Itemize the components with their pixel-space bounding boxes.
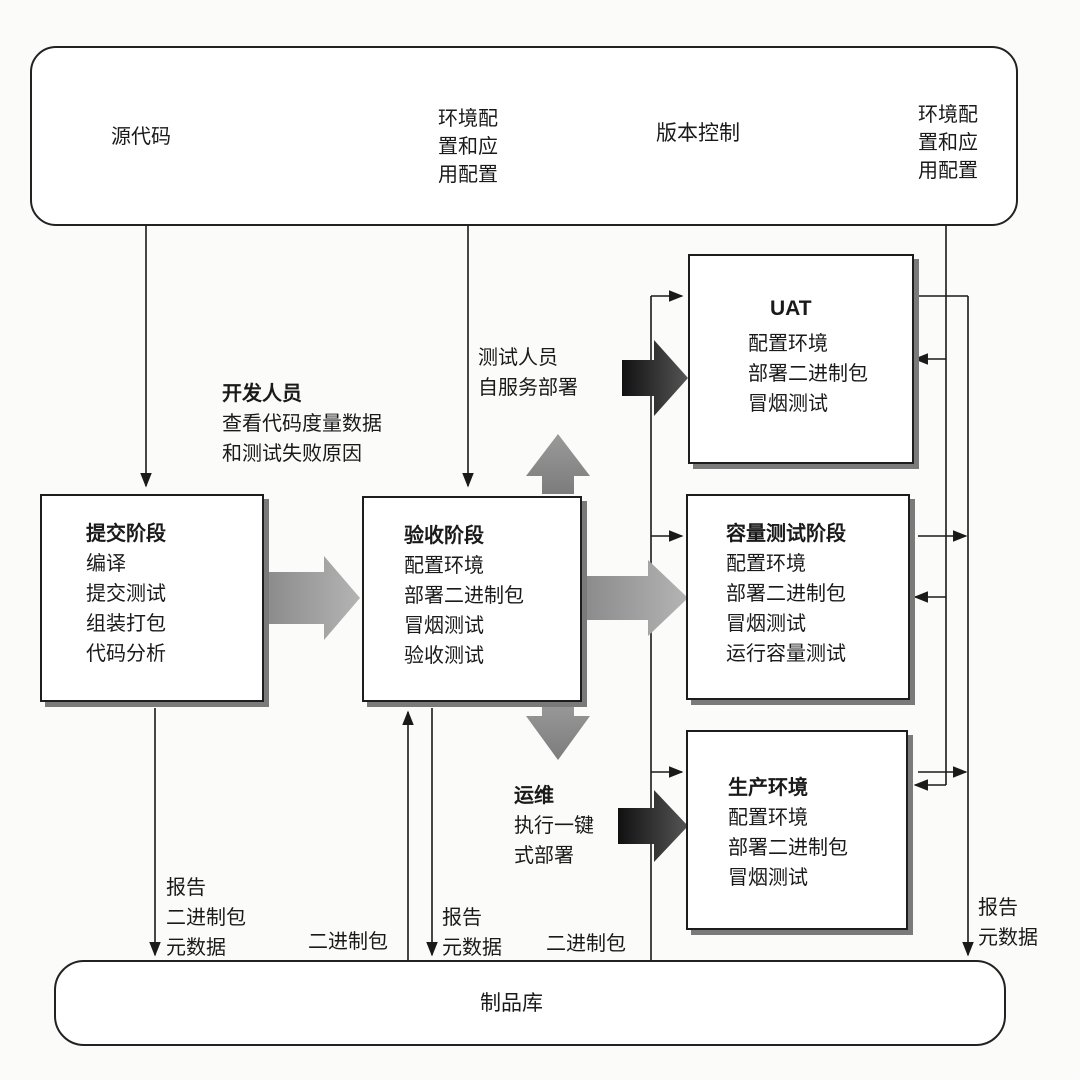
acceptance-stage-title: 验收阶段 [404, 523, 484, 547]
uat-stage-item: 冒烟测试 [748, 391, 828, 415]
developer-role-label: 开发人员 查看代码度量数据 和测试失败原因 [222, 381, 382, 465]
commit-to-acceptance-arrow [264, 556, 360, 640]
capacity-stage-item: 部署二进制包 [726, 581, 846, 605]
ops-to-production-arrow [618, 790, 688, 862]
source-code-label: 源代码 [111, 124, 171, 148]
version-control-title: 版本控制 [656, 121, 740, 145]
uat-stage-box: UAT 配置环境 部署二进制包 冒烟测试 [688, 254, 914, 464]
env-config-label-1: 环境配 置和应 用配置 [438, 106, 498, 186]
commit-stage-title: 提交阶段 [86, 521, 166, 545]
commit-stage-item: 编译 [86, 551, 126, 575]
version-control-panel [30, 46, 1018, 226]
production-stage-title: 生产环境 [728, 775, 808, 799]
env-config-label-2: 环境配 置和应 用配置 [918, 102, 978, 182]
acceptance-stage-box: 验收阶段 配置环境 部署二进制包 冒烟测试 验收测试 [362, 496, 582, 702]
uat-stage-item: 部署二进制包 [748, 361, 868, 385]
acceptance-to-capacity-arrow [582, 560, 688, 636]
capacity-stage-item: 运行容量测试 [726, 641, 846, 665]
tester-role-label: 测试人员 自服务部署 [478, 345, 578, 399]
commit-stage-item: 提交测试 [86, 581, 166, 605]
acceptance-to-tester-arrow [526, 434, 590, 494]
acceptance-output-label: 报告 元数据 [442, 905, 502, 959]
tester-to-uat-arrow [622, 340, 688, 416]
commit-stage-item: 代码分析 [86, 641, 166, 665]
uat-stage-item: 配置环境 [748, 331, 828, 355]
acceptance-stage-item: 配置环境 [404, 553, 484, 577]
downstream-input-label: 二进制包 [546, 931, 626, 955]
capacity-stage-box: 容量测试阶段 配置环境 部署二进制包 冒烟测试 运行容量测试 [686, 494, 910, 700]
commit-output-label: 报告 二进制包 元数据 [166, 875, 246, 959]
commit-stage-item: 组装打包 [86, 611, 166, 635]
acceptance-to-ops-arrow [526, 702, 590, 760]
capacity-stage-item: 配置环境 [726, 551, 806, 575]
commit-stage-box: 提交阶段 编译 提交测试 组装打包 代码分析 [40, 494, 264, 702]
capacity-stage-item: 冒烟测试 [726, 611, 806, 635]
production-stage-item: 部署二进制包 [728, 835, 848, 859]
artifact-repository-title: 制品库 [480, 991, 543, 1015]
ops-role-label: 运维 执行一键 式部署 [514, 783, 594, 867]
downstream-output-label: 报告 元数据 [978, 895, 1038, 949]
acceptance-input-label: 二进制包 [308, 929, 388, 953]
production-stage-item: 冒烟测试 [728, 865, 808, 889]
acceptance-stage-item: 验收测试 [404, 643, 484, 667]
uat-stage-title: UAT [770, 297, 812, 320]
capacity-stage-title: 容量测试阶段 [726, 521, 846, 545]
acceptance-stage-item: 部署二进制包 [404, 583, 524, 607]
acceptance-stage-item: 冒烟测试 [404, 613, 484, 637]
production-stage-item: 配置环境 [728, 805, 808, 829]
artifact-repository-panel [54, 960, 1006, 1046]
production-stage-box: 生产环境 配置环境 部署二进制包 冒烟测试 [686, 730, 908, 930]
